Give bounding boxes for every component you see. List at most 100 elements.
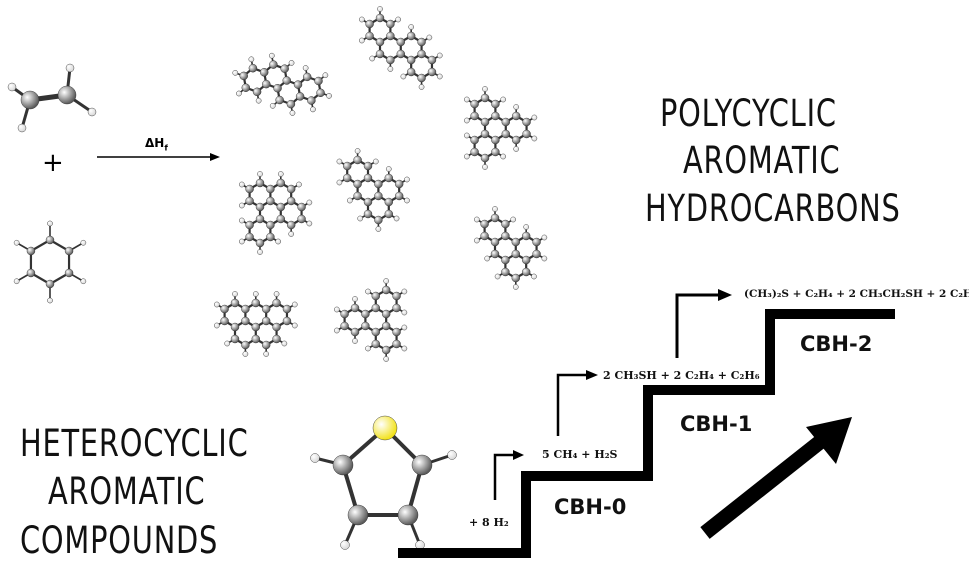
carbon-atom [417,37,426,47]
carbon-atom [394,179,404,189]
carbon-atom [522,117,531,127]
carbon-atom [375,49,385,59]
carbon-atom [280,64,289,73]
hydrogen-atom [80,239,87,246]
carbon-atom [480,93,490,103]
carbon-atom [266,220,275,230]
hydrogen-atom [531,273,537,280]
hydrogen-atom [47,220,53,227]
hydrogen-atom [214,301,220,308]
hydrogen-atom [500,153,506,160]
hydrogen-atom [400,73,407,80]
carbon-atom [286,184,296,194]
carbon-atom [470,135,479,145]
carbon-atom [363,161,373,171]
pah-molecule-2 [232,52,332,116]
carbon-atom [381,321,391,331]
hydrogen-atom [236,90,242,97]
hydrogen-atom [340,540,350,550]
carbon-atom [248,63,258,73]
hydrogen-atom [531,114,538,121]
pah-molecule-3 [464,86,538,170]
carbon-atom [374,191,383,201]
carbon-atom [251,334,260,344]
hydrogen-atom [418,84,425,90]
carbon-atom [262,79,271,89]
hac-title-line-2: AROMATIC [48,470,206,513]
carbon-atom [282,316,292,326]
carbon-atom [350,327,360,337]
carbon-atom [255,238,265,248]
hydrogen-atom [232,70,239,76]
carbon-atom [245,196,254,206]
carbon-atom [241,340,250,350]
carbon-atom [64,246,74,256]
carbon-atom [230,322,240,332]
carbon-atom [266,184,275,194]
cbh2-label: CBH-2 [800,332,873,356]
carbon-atom [532,237,541,247]
carbon-atom [245,184,254,194]
hydrogen-atom [531,135,538,142]
hydrogen-atom [224,340,231,347]
hydrogen-atom [401,309,408,316]
hydrogen-atom [347,197,353,204]
carbon-atom [353,179,362,189]
carbon-atom [245,232,254,242]
carbon-atom [491,99,500,109]
hydrogen-atom [436,73,443,80]
hydrogen-atom [296,181,302,188]
carbon-atom [282,76,291,85]
hydrogen-atom [404,197,410,204]
carbon-atom [303,72,312,82]
hydrogen-atom [291,301,298,308]
hydrogen-atom [500,96,506,103]
hydrogen-atom [482,86,488,92]
carbon-atom [316,88,325,98]
cbh1-label: CBH-1 [680,412,753,436]
hydrogen-atom [87,107,97,117]
hydrogen-atom [288,60,295,66]
cbh0-product: 5 CH₄ + H₂S [542,448,618,461]
carbon-atom [501,117,510,127]
carbon-atom [375,37,385,47]
carbon-atom [282,304,292,314]
carbon-atom [230,298,240,308]
carbon-atom [350,303,360,313]
carbon-atom [384,209,393,219]
carbon-atom [397,504,419,526]
hydrogen-atom [494,273,501,280]
pah-title-line-1: POLYCYCLIC [660,92,837,135]
hydrogen-atom [214,322,220,329]
delta-hf-label: ΔHf [145,136,168,152]
carbon-atom [396,49,405,59]
carbon-atom [286,99,296,109]
hydrogen-atom [464,96,470,103]
hydrogen-atom [359,16,365,23]
step-arrow-1 [556,370,598,436]
carbon-atom [384,197,393,207]
carbon-atom [374,215,383,225]
carbon-atom [230,334,240,344]
pah-molecule-5 [336,148,410,232]
carbon-atom [361,309,370,319]
carbon-atom [532,249,541,259]
carbon-atom [255,214,265,224]
carbon-atom [417,49,426,59]
carbon-atom [255,202,265,212]
hydrogen-atom [404,176,410,183]
carbon-atom [332,454,354,476]
hydrogen-atom [326,93,332,99]
plus-sign: + [42,148,64,178]
carbon-atom [286,220,296,230]
carbon-atom [381,285,391,295]
hydrogen-atom [513,104,519,110]
delta-h-subscript: f [164,143,168,153]
carbon-atom [272,334,281,344]
cbh-staircase [398,309,895,558]
carbon-atom [501,255,510,265]
hydrogen-atom [306,220,313,227]
hydrogen-atom [523,224,529,230]
hydrogen-atom [288,231,294,237]
